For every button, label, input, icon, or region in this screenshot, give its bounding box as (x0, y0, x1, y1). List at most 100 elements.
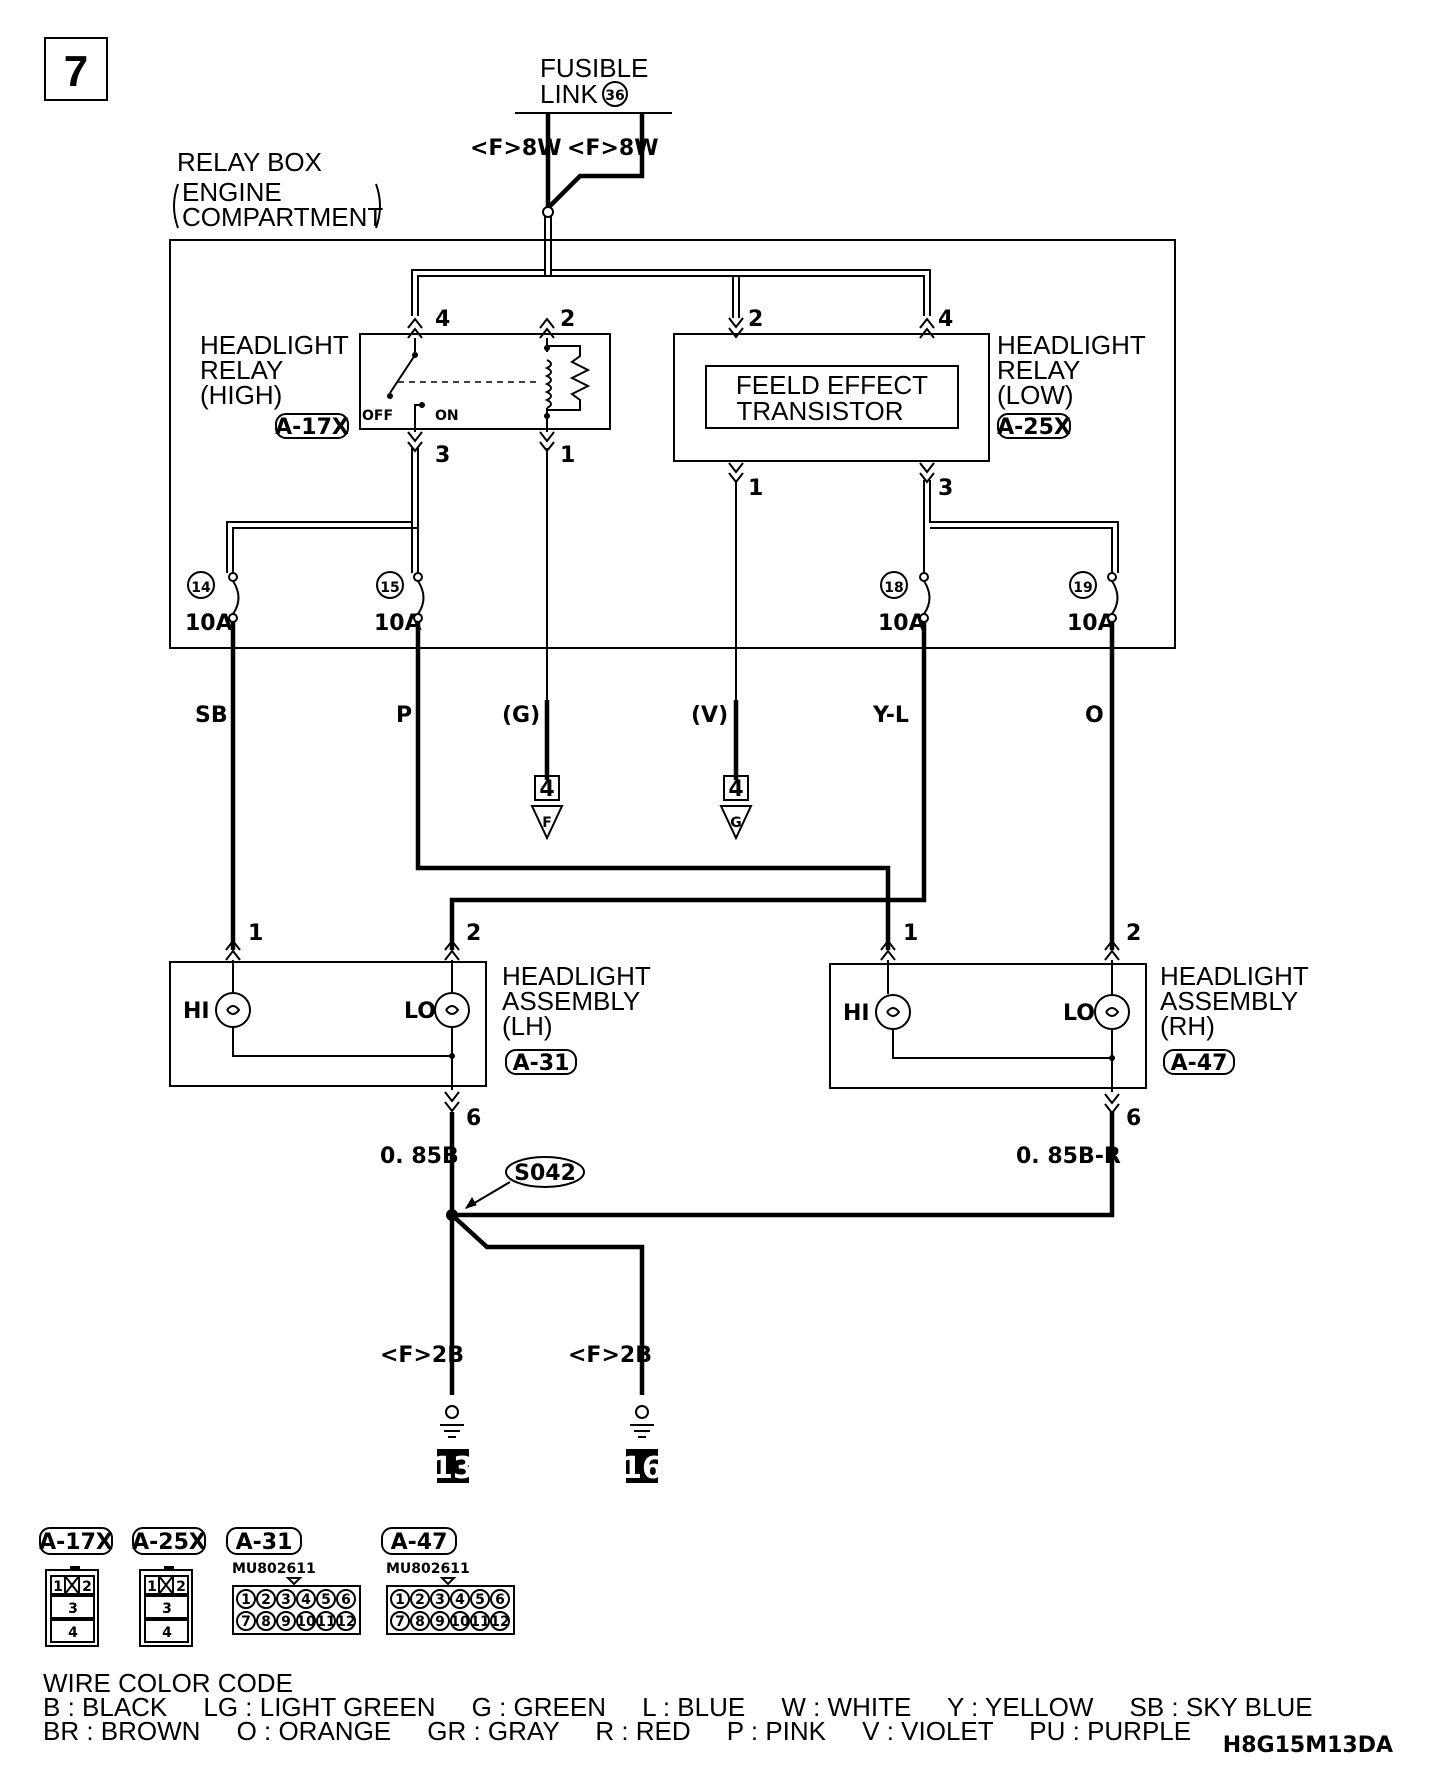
fusible-link-right-wire: <F>8W (567, 136, 658, 161)
relay-high-pin-4: 4 (435, 307, 450, 332)
relay-low-pin-1: 1 (748, 476, 763, 501)
lh-lo-label: LO (404, 999, 436, 1024)
wire-color-p: P (396, 703, 412, 728)
svg-text:4: 4 (728, 777, 743, 802)
connector-pin (316, 1611, 336, 1631)
lh-pin-1: 1 (248, 921, 263, 946)
connector-pin (490, 1589, 510, 1609)
svg-text:3: 3 (68, 1601, 78, 1617)
ground-16: 16 (621, 1405, 663, 1486)
ground-wire-16: <F>2B (568, 1343, 652, 1368)
svg-text:1: 1 (147, 1579, 157, 1595)
lh-label-1: HEADLIGHT (502, 961, 651, 991)
connector-pin (450, 1611, 470, 1631)
fuse-18: 18 10A (878, 571, 931, 636)
relay-high-connector: A-17X (275, 415, 349, 440)
relay-high-label-3: (HIGH) (200, 380, 282, 410)
svg-text:A-25X: A-25X (132, 1530, 206, 1555)
fuses: 14 10A 15 10A 18 10A 19 10A (185, 571, 1119, 636)
connector-pin-number: 12 (336, 1614, 355, 1630)
svg-text:3: 3 (162, 1601, 172, 1617)
relay-to-fuse-wiring (226, 448, 1119, 760)
page-number-box: 7 (44, 37, 108, 101)
wire-color-o: O (1085, 703, 1104, 728)
svg-text:10A: 10A (185, 611, 233, 636)
relay-low-label-2: RELAY (997, 355, 1080, 385)
connector-pin-number: 10 (450, 1614, 470, 1630)
connector-pin (470, 1589, 490, 1609)
relay-high-on: ON (435, 408, 459, 424)
relay-low-connector: A-25X (997, 415, 1071, 440)
connector-pin (316, 1589, 336, 1609)
connector-pin-number: 9 (281, 1614, 291, 1630)
relay-box-label-2: ENGINE (182, 177, 282, 207)
connector-pin (430, 1589, 450, 1609)
ground-13: 13 (432, 1405, 474, 1486)
lh-label-3: (LH) (502, 1011, 553, 1041)
connector-pin (490, 1611, 510, 1631)
connector-pin-number: 9 (435, 1614, 445, 1630)
svg-text:10A: 10A (878, 611, 926, 636)
rh-hi-label: HI (843, 1001, 870, 1026)
fuse-14: 14 10A (185, 571, 240, 636)
rh-lo-label: LO (1063, 1001, 1095, 1026)
wire-color-sb: SB (195, 703, 228, 728)
output-wires: SB P (G) (V) Y-L O (195, 622, 1115, 950)
ground-number-16: 16 (621, 1451, 663, 1486)
lh-label-2: ASSEMBLY (502, 986, 640, 1016)
connector-pin (236, 1589, 256, 1609)
relay-low-pin-4: 4 (938, 307, 953, 332)
fusible-link: FUSIBLE LINK 36 <F>8W <F>8W (470, 53, 672, 218)
relay-box-label-1: RELAY BOX (177, 147, 322, 177)
fuse-15: 15 10A (374, 571, 425, 636)
connector-pin (410, 1611, 430, 1631)
lh-pin-2: 2 (466, 921, 481, 946)
lh-hi-label: HI (183, 999, 210, 1024)
connector-pin-number: 12 (490, 1614, 509, 1630)
relay-high-pin-3: 3 (435, 443, 450, 468)
svg-text:G: G (730, 815, 742, 831)
connector-pin-number: 6 (495, 1592, 505, 1608)
fusible-link-label-1: FUSIBLE (540, 53, 648, 83)
page-number: 7 (64, 47, 88, 96)
svg-text:4: 4 (68, 1625, 78, 1641)
connector-pin-number: 2 (261, 1592, 271, 1608)
relay-box-label-3: COMPARTMENT (182, 202, 383, 232)
wire-color-v: (V) (691, 703, 728, 728)
legend-line-1: B : BLACK LG : LIGHT GREEN G : GREEN L :… (43, 1692, 1313, 1722)
svg-text:19: 19 (1073, 580, 1092, 596)
legend-line-2: BR : BROWN O : ORANGE GR : GRAY R : RED … (43, 1716, 1191, 1746)
wire-color-legend: WIRE COLOR CODE B : BLACK LG : LIGHT GRE… (43, 1668, 1393, 1758)
connector-pin (430, 1611, 450, 1631)
relay-low-label-1: HEADLIGHT (997, 330, 1146, 360)
connector-pin-number: 1 (241, 1592, 251, 1608)
connector-pin (256, 1589, 276, 1609)
lh-connector: A-31 (513, 1051, 570, 1076)
connector-pin (296, 1589, 316, 1609)
connector-pin-number: 8 (261, 1614, 271, 1630)
svg-text:10A: 10A (1067, 611, 1115, 636)
rh-label-3: (RH) (1160, 1011, 1215, 1041)
fet-label-1: FEELD EFFECT (736, 370, 928, 400)
connector-pin-number: 4 (301, 1592, 311, 1608)
headlight-relay-high: HEADLIGHT RELAY (HIGH) A-17X 4 2 3 1 OFF… (200, 307, 611, 468)
fusible-link-number: 36 (605, 88, 624, 104)
connector-pin-number: 6 (341, 1592, 351, 1608)
relay-low-pin-2: 2 (748, 307, 763, 332)
fusible-link-label-2: LINK (540, 79, 598, 109)
svg-text:2: 2 (82, 1579, 92, 1595)
relay-low-label-3: (LOW) (997, 380, 1074, 410)
relay-box: RELAY BOX ENGINE COMPARTMENT (169, 147, 1176, 649)
headlight-assembly-rh: 1 2 HI LO 6 HEADLIGHT ASSEMBLY (RH) A-47 (829, 921, 1309, 1131)
svg-text:A-47: A-47 (391, 1530, 448, 1555)
svg-text:MU802611: MU802611 (386, 1561, 470, 1577)
splice-label: S042 (514, 1161, 576, 1186)
headlight-relay-low: FEELD EFFECT TRANSISTOR HEADLIGHT RELAY … (673, 307, 1146, 501)
connector-pin (256, 1611, 276, 1631)
connector-pin-number: 3 (435, 1592, 445, 1608)
lh-ground-wire: 0. 85B (380, 1144, 459, 1169)
ground-wiring: 0. 85B 0. 85B-R S042 <F>2B <F>2B (380, 1112, 1121, 1395)
connector-pin-number: 3 (281, 1592, 291, 1608)
rh-pin-2: 2 (1126, 921, 1141, 946)
